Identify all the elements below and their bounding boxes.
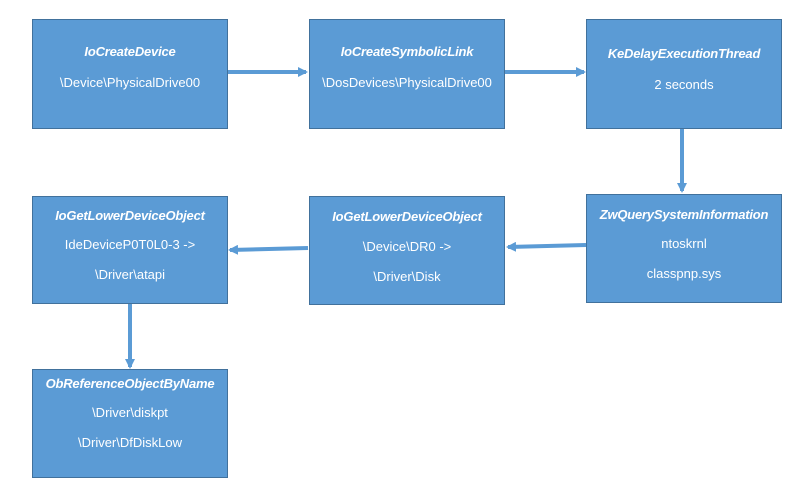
arrow-querysysteminfo-to-lowerdevice-dr0 bbox=[506, 241, 587, 252]
node-detail: \DosDevices\PhysicalDrive00 bbox=[322, 75, 492, 90]
node-detail: \Driver\diskpt bbox=[92, 405, 168, 420]
node-detail: classpnp.sys bbox=[646, 266, 722, 281]
node-title: ObReferenceObjectByName bbox=[45, 376, 215, 391]
node-iocreatesymboliclink: IoCreateSymbolicLink \DosDevices\Physica… bbox=[309, 19, 505, 129]
node-detail: \Driver\DfDiskLow bbox=[77, 435, 182, 450]
node-detail: \Device\DR0 -> bbox=[362, 239, 452, 254]
node-obreferenceobjectbyname: ObReferenceObjectByName \Driver\diskpt \… bbox=[32, 369, 228, 478]
node-title: IoCreateSymbolicLink bbox=[340, 44, 474, 59]
node-detail: ntoskrnl bbox=[661, 236, 707, 251]
node-kedelayexecutionthread: KeDelayExecutionThread 2 seconds bbox=[586, 19, 782, 129]
node-title: KeDelayExecutionThread bbox=[607, 46, 761, 61]
node-detail: IdeDeviceP0T0L0-3 -> bbox=[64, 237, 196, 252]
node-detail: 2 seconds bbox=[654, 77, 714, 92]
node-title: IoGetLowerDeviceObject bbox=[332, 209, 482, 224]
node-iogetlowerdeviceobject-ide: IoGetLowerDeviceObject IdeDeviceP0T0L0-3… bbox=[32, 196, 228, 304]
node-zwquerysysteminformation: ZwQuerySystemInformation ntoskrnl classp… bbox=[586, 194, 782, 303]
node-title: IoGetLowerDeviceObject bbox=[55, 208, 205, 223]
node-detail: \Driver\Disk bbox=[373, 269, 441, 284]
node-iogetlowerdeviceobject-dr0: IoGetLowerDeviceObject \Device\DR0 -> \D… bbox=[309, 196, 505, 305]
node-iocreatedevice: IoCreateDevice \Device\PhysicalDrive00 bbox=[32, 19, 228, 129]
node-title: ZwQuerySystemInformation bbox=[599, 207, 769, 222]
node-detail: \Driver\atapi bbox=[94, 267, 166, 282]
arrow-lowerdevice-dr0-to-lowerdevice-ide bbox=[228, 244, 309, 255]
node-title: IoCreateDevice bbox=[84, 44, 176, 59]
node-detail: \Device\PhysicalDrive00 bbox=[59, 75, 201, 90]
